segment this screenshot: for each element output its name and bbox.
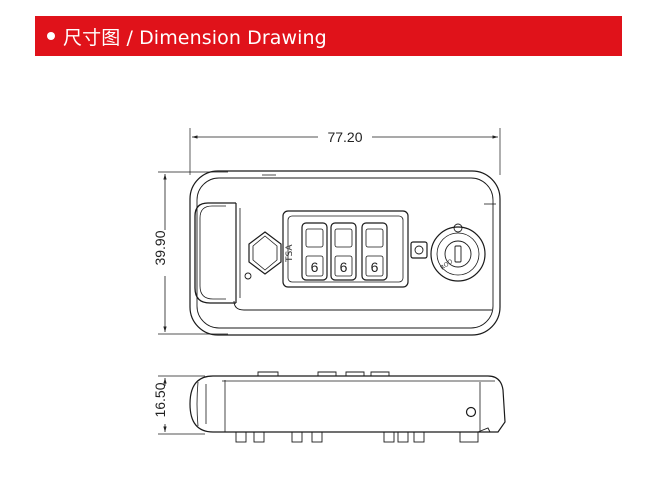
side-view	[158, 371, 506, 443]
section-title: 尺寸图 / Dimension Drawing	[63, 26, 327, 49]
combination-dial-3	[361, 222, 388, 281]
bullet-dot-icon	[47, 32, 55, 40]
section-header-banner: 尺寸图 / Dimension Drawing	[35, 16, 622, 56]
svg-text:TSA: TSA	[285, 244, 295, 263]
bottom-feet	[235, 427, 491, 443]
shackle-shape	[194, 202, 236, 304]
dial-digit: 6	[340, 259, 348, 275]
width-dimension	[189, 128, 501, 175]
thickness-label: 16.50	[152, 382, 168, 417]
thickness-dimension	[158, 375, 205, 435]
combination-dial-2	[330, 222, 357, 281]
combination-dial-1	[301, 222, 328, 281]
svg-text:ROO: ROO	[439, 258, 454, 272]
height-label: 39.90	[152, 230, 168, 265]
side-body-outline	[189, 375, 506, 433]
lock-body-inner	[196, 177, 494, 329]
top-view: TSA 6 6 6	[158, 128, 501, 336]
hexagon-button	[248, 231, 282, 275]
lock-body-outline	[189, 170, 501, 336]
side-release-button	[465, 406, 477, 418]
dial-digit: 6	[311, 259, 319, 275]
status-indicator	[410, 241, 428, 259]
dial-digit: 6	[371, 259, 379, 275]
height-dimension	[158, 171, 228, 335]
dial-window	[282, 210, 409, 288]
width-label: 77.20	[327, 129, 362, 145]
keyhole-icon: ROO	[430, 223, 486, 282]
